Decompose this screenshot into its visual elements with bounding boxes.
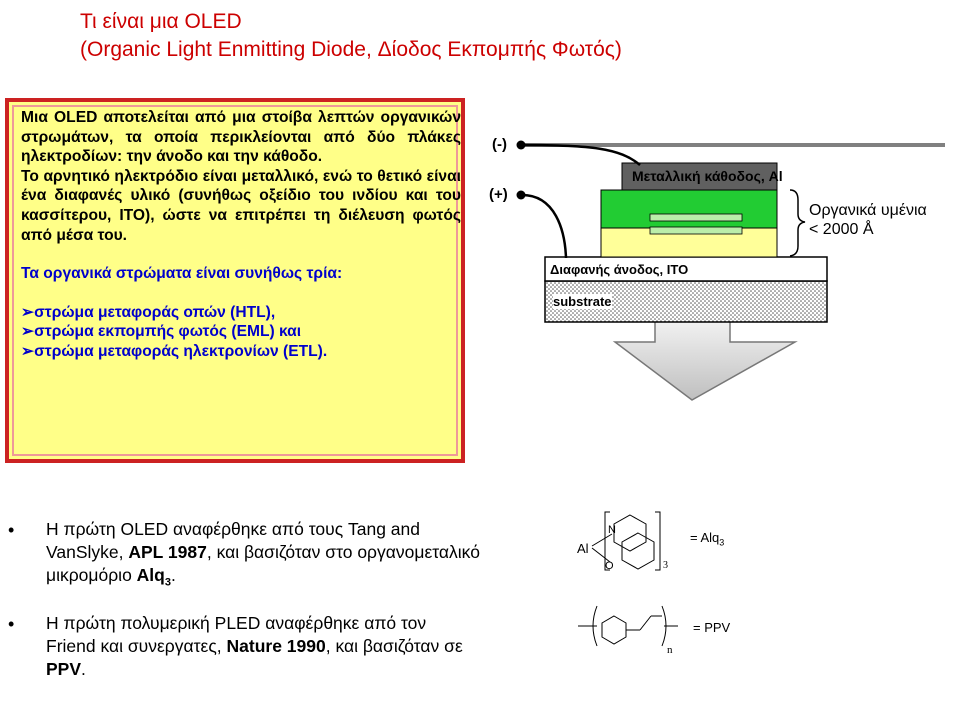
cathode-layer <box>621 162 778 191</box>
plus-terminal-dot <box>516 190 526 200</box>
organic-brace <box>789 189 806 257</box>
bullet-first-oled: Η πρώτη OLED αναφέρθηκε από τους Tang an… <box>46 519 480 589</box>
layers-intro: Τα οργανικά στρώματα είναι συνήθως τρία: <box>21 265 343 283</box>
cathode-label: Μεταλλική κάθοδος, Al <box>632 168 783 184</box>
alq3-structure <box>591 511 661 571</box>
alq3-n-label: N <box>608 524 616 536</box>
layer-item-etl: ➢στρώμα μεταφοράς ηλεκτρονίων (ETL). <box>21 342 328 360</box>
thin-layer-1 <box>649 213 743 222</box>
anode-label: Διαφανής άνοδος, ITO <box>550 262 689 277</box>
cathode-wire <box>521 143 641 166</box>
anode-wire <box>521 193 568 259</box>
bullet-first-pled: Η πρώτη πολυμερική PLED αναφέρθηκε από τ… <box>46 613 463 679</box>
minus-terminal-dot <box>516 140 526 150</box>
arrow-bullet-icon: ➢ <box>21 342 35 360</box>
organic-films-label: Οργανικά υμένια <box>809 202 927 219</box>
eml-layer <box>600 189 778 229</box>
bullet-dot: • <box>8 614 15 634</box>
ppv-equals-label: = PPV <box>693 620 731 635</box>
thin-layer-2 <box>649 226 743 235</box>
layer-item-htl: ➢στρώμα μεταφοράς οπών (HTL), <box>21 303 276 321</box>
light-output-arrow <box>612 319 798 401</box>
ppv-structure <box>578 605 678 647</box>
ppv-n-subscript: n <box>667 644 673 656</box>
arrow-bullet-icon: ➢ <box>21 303 35 321</box>
description-box: Μια OLED αποτελείται από μια στοίβα λεπτ… <box>5 98 465 463</box>
title-line-1: Τι είναι μια OLED <box>80 10 242 33</box>
arrow-bullet-icon: ➢ <box>21 323 35 341</box>
alq3-equals-label: = Alq3 <box>690 530 725 548</box>
title-line-2: (Organic Light Enmitting Diode, Δίοδος Ε… <box>80 38 622 61</box>
paragraph-electrodes: Το αρνητικό ηλεκτρόδιο είναι μεταλλικό, … <box>21 167 461 244</box>
alq3-subscript: 3 <box>663 560 668 571</box>
alq3-o-label: O <box>605 560 614 572</box>
minus-terminal-label: (-) <box>492 136 507 153</box>
layer-item-eml: ➢στρώμα εκπομπής φωτός (EML) και <box>21 323 302 341</box>
alq3-al-label: Al <box>577 541 589 556</box>
paragraph-structure: Μια OLED αποτελείται από μια στοίβα λεπτ… <box>21 109 461 166</box>
thickness-label: < 2000 Å <box>809 221 874 238</box>
bullet-dot: • <box>8 520 15 540</box>
plus-terminal-label: (+) <box>489 186 508 203</box>
substrate-label: substrate <box>553 294 612 309</box>
